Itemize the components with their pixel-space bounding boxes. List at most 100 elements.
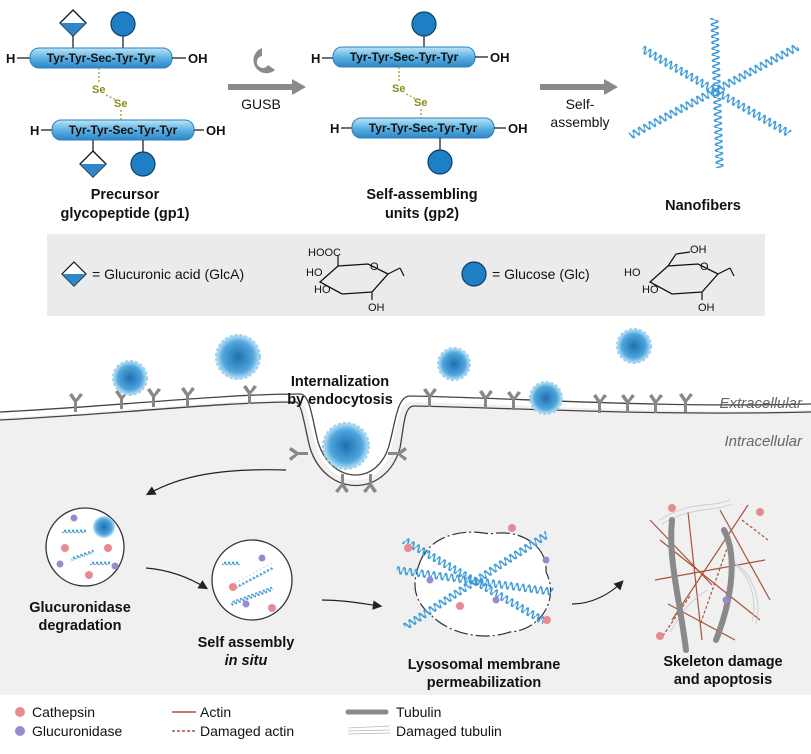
receptor-icon <box>147 388 161 407</box>
nanoparticle-icon <box>112 360 148 396</box>
cathepsin-icon <box>456 602 464 610</box>
ring-o-label: O <box>370 261 379 273</box>
cathepsin-icon <box>15 707 25 717</box>
receptor-icon <box>181 387 195 406</box>
nanofiber <box>222 560 240 565</box>
cathepsin-icon <box>104 544 112 552</box>
units-title: Self-assembling <box>366 187 477 203</box>
cathepsin-icon <box>268 604 276 612</box>
receptor-icon <box>363 474 377 493</box>
glucuronic-acid-icon <box>61 261 87 287</box>
glucuronidase-icon <box>722 596 730 604</box>
membrane-receptors <box>69 385 693 493</box>
selenium-label: Se <box>414 97 427 109</box>
peptide-sequence: Tyr-Tyr-Sec-Tyr-Tyr <box>47 51 156 65</box>
gusb-arrow: GUSB <box>228 48 306 112</box>
legend-glucuronidase: Glucuronidase <box>32 723 122 739</box>
stage-self-assembly-in-situ: Self assembly in situ <box>198 539 295 669</box>
receptor-icon <box>621 394 635 413</box>
precursor-title: Precursor <box>91 187 160 203</box>
ho-label: HO <box>306 267 323 279</box>
n-terminus: H <box>6 51 15 66</box>
c-terminus: OH <box>188 51 208 66</box>
glucose-icon <box>130 151 156 177</box>
tubulin-filament <box>713 527 735 643</box>
cathepsin-icon <box>85 571 93 579</box>
legend-cathepsin: Cathepsin <box>32 704 95 720</box>
nanoparticle-icon <box>616 328 652 364</box>
process-arrow <box>145 469 287 496</box>
nanoparticle-icon <box>437 347 471 381</box>
stage3-title: Lysosomal membrane <box>408 657 561 673</box>
stage2-title: Self assembly <box>198 635 295 651</box>
nanoparticle-icon <box>215 334 261 380</box>
glucose-icon <box>461 261 487 287</box>
receptor-icon <box>507 391 521 410</box>
nanofiber <box>395 562 555 596</box>
stage3-subtitle: permeabilization <box>427 675 541 691</box>
receptor-icon <box>243 385 257 404</box>
n-terminus: H <box>30 123 39 138</box>
ho-label: HO <box>314 284 331 296</box>
structure-key: = Glucuronic acid (GlcA) HOOC HO HO O OH… <box>47 234 765 316</box>
damaged-tubulin-legend-icon <box>347 725 391 735</box>
ho-label: HO <box>642 284 659 296</box>
cathepsin-icon <box>61 544 69 552</box>
receptor-icon <box>69 393 83 412</box>
peptide-sequence: Tyr-Tyr-Sec-Tyr-Tyr <box>350 50 459 64</box>
glucuronidase-icon <box>258 554 266 562</box>
intracellular-label: Intracellular <box>724 433 803 450</box>
receptor-icon <box>679 393 693 412</box>
self-assembly-arrow: Self- assembly <box>540 79 618 130</box>
glucuronic-acid-icon <box>79 150 107 178</box>
cathepsin-icon <box>508 524 516 532</box>
glucuronidase-icon <box>15 726 25 736</box>
nanoparticle-icon <box>93 516 115 538</box>
stage4-title: Skeleton damage <box>663 654 782 670</box>
ho-label: HO <box>624 267 641 279</box>
peptide-sequence: Tyr-Tyr-Sec-Tyr-Tyr <box>369 121 478 135</box>
cathepsin-icon <box>656 632 664 640</box>
cooh-label: HOOC <box>308 247 341 259</box>
key-background <box>47 234 765 316</box>
nanofiber <box>62 528 86 533</box>
c-terminus: OH <box>508 121 528 136</box>
glucose-icon <box>427 149 453 175</box>
receptor-icon <box>388 447 407 461</box>
selenium-label: Se <box>114 98 127 110</box>
stage-glucuronidase-degradation: Glucuronidase degradation <box>29 507 131 634</box>
nanoparticle-icon <box>322 422 370 470</box>
cathepsin-icon <box>668 504 676 512</box>
lysosome <box>45 507 125 587</box>
legend: Cathepsin Glucuronidase Actin Damaged ac… <box>15 704 502 739</box>
nanofiber <box>90 560 110 565</box>
gusb-enzyme-icon <box>253 48 275 74</box>
cathepsin-icon <box>543 616 551 624</box>
inner-membrane <box>0 401 811 486</box>
n-terminus: H <box>330 121 339 136</box>
nanofibers-label: Nanofibers <box>665 198 741 214</box>
process-arrow <box>145 567 209 590</box>
nanofibers-illustration: Nanofibers <box>627 17 803 214</box>
selenium-label: Se <box>92 84 105 96</box>
self-assembling-units-gp2: H Tyr-Tyr-Sec-Tyr-Tyr OH Se Se H Tyr-Tyr… <box>311 11 528 222</box>
oh-label: OH <box>368 302 385 314</box>
nanoparticle-icon <box>529 381 563 415</box>
nanofiber <box>229 563 275 591</box>
oh-label: OH <box>690 244 707 256</box>
glucose-icon <box>110 11 136 37</box>
oh-label: OH <box>698 302 715 314</box>
c-terminus: OH <box>206 123 226 138</box>
receptor-icon <box>423 388 437 407</box>
stage2-subtitle: in situ <box>225 653 268 669</box>
legend-tubulin: Tubulin <box>396 704 441 720</box>
precursor-gp1: H Tyr-Tyr-Sec-Tyr-Tyr OH Se Se H Tyr-Tyr… <box>6 9 226 222</box>
glucuronic-acid-icon <box>59 9 87 37</box>
internalization-title: Internalization <box>291 374 389 390</box>
receptor-icon <box>335 474 349 493</box>
nanofiber <box>230 586 274 608</box>
stage4-subtitle: and apoptosis <box>674 672 772 688</box>
selenium-label: Se <box>392 83 405 95</box>
glc-legend-label: = Glucose (Glc) <box>492 266 590 282</box>
